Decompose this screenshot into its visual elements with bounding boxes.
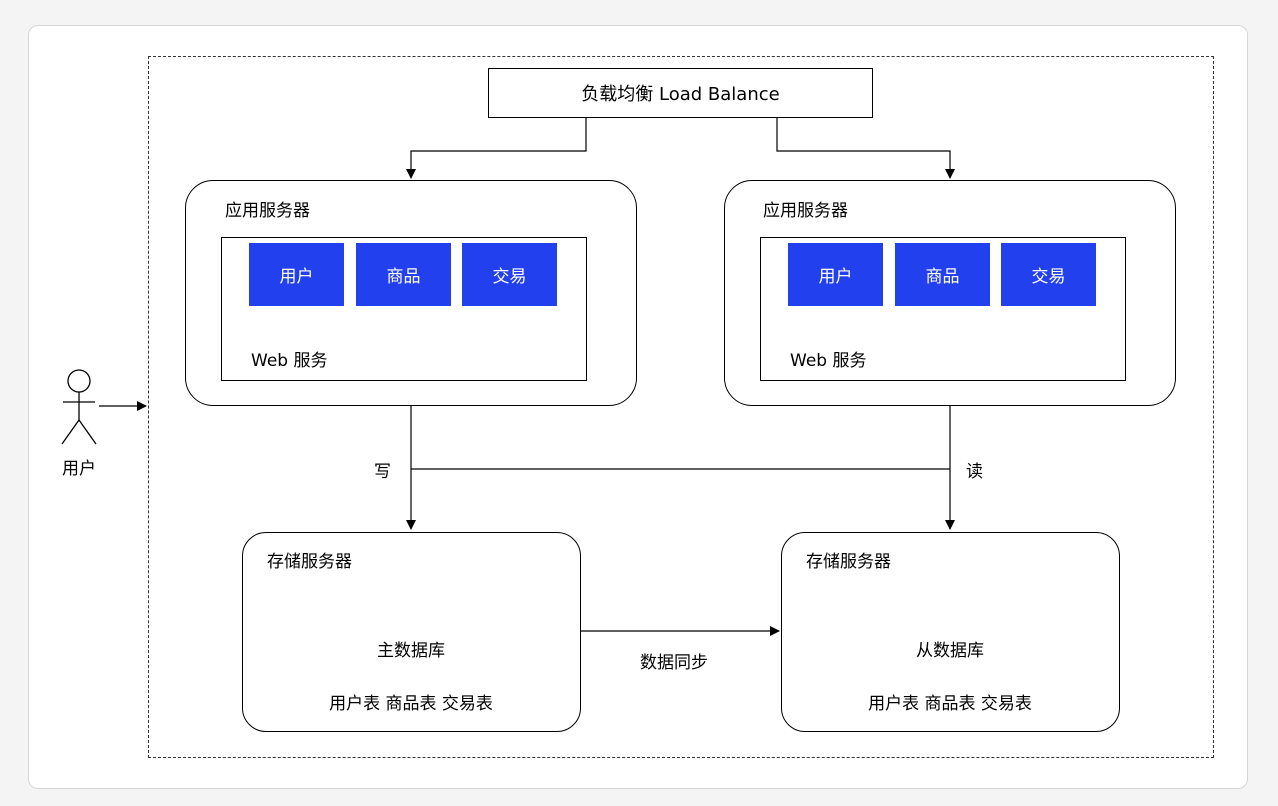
module-label: 用户 bbox=[818, 267, 853, 287]
edge-lb-to-app-right bbox=[776, 118, 955, 179]
storage-server-right-title: 存储服务器 bbox=[806, 552, 891, 572]
read-label: 读 bbox=[966, 462, 983, 482]
master-db-tables-label: 用户表 商品表 交易表 bbox=[329, 694, 493, 714]
module-label: 商品 bbox=[925, 267, 960, 287]
module-trade-left: 交易 bbox=[462, 243, 557, 306]
module-trade-right: 交易 bbox=[1001, 243, 1096, 306]
slave-db-label: 从数据库 bbox=[916, 641, 984, 661]
slave-db-tables-label: 用户表 商品表 交易表 bbox=[868, 694, 1032, 714]
storage-server-left bbox=[242, 532, 581, 732]
module-product-right: 商品 bbox=[895, 243, 990, 306]
module-label: 交易 bbox=[1031, 267, 1066, 287]
data-sync-label: 数据同步 bbox=[640, 653, 708, 673]
user-actor-icon bbox=[61, 369, 97, 445]
app-server-left-title: 应用服务器 bbox=[225, 201, 310, 221]
user-label: 用户 bbox=[62, 459, 96, 479]
storage-server-left-title: 存储服务器 bbox=[267, 552, 352, 572]
load-balancer-label: 负载均衡 Load Balance bbox=[581, 84, 780, 105]
module-label: 用户 bbox=[279, 267, 314, 287]
app-server-right-title: 应用服务器 bbox=[763, 201, 848, 221]
storage-server-right bbox=[781, 532, 1120, 732]
web-service-right-label: Web 服务 bbox=[790, 351, 867, 371]
load-balancer-node: 负载均衡 Load Balance bbox=[488, 68, 873, 118]
module-user-left: 用户 bbox=[249, 243, 344, 306]
module-label: 交易 bbox=[492, 267, 527, 287]
module-user-right: 用户 bbox=[788, 243, 883, 306]
master-db-label: 主数据库 bbox=[377, 641, 445, 661]
module-label: 商品 bbox=[386, 267, 421, 287]
write-label: 写 bbox=[374, 462, 391, 482]
system-boundary bbox=[148, 56, 1214, 758]
module-product-left: 商品 bbox=[356, 243, 451, 306]
web-service-left-label: Web 服务 bbox=[251, 351, 328, 371]
edge-lb-to-app-left bbox=[406, 118, 587, 179]
